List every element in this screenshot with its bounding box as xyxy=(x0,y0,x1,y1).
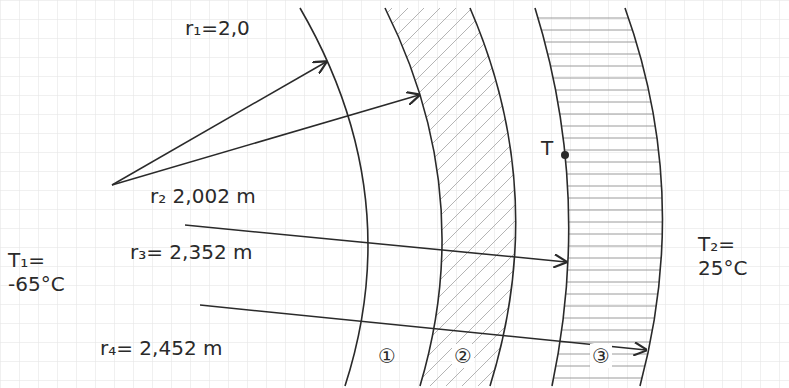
radius-label: r₂ 2,002 m xyxy=(150,184,256,208)
layer-hatch xyxy=(535,8,662,386)
radius-arrow xyxy=(200,305,646,350)
temperature-label: T₂= 25°C xyxy=(698,232,778,280)
point-label: T xyxy=(541,136,553,160)
radius-arrow xyxy=(112,95,419,185)
wall-arc xyxy=(300,8,368,386)
temperature-label: T₁= -65°C xyxy=(8,248,88,296)
radius-label: r₁=2,0 xyxy=(185,16,250,40)
wall-arc xyxy=(470,8,516,386)
wall-arc xyxy=(535,8,569,386)
callout-number: ① xyxy=(378,344,396,368)
radius-arrow xyxy=(112,62,326,185)
radius-label: r₃= 2,352 m xyxy=(130,240,252,264)
wall-arc xyxy=(625,8,662,386)
radius-label: r₄= 2,452 m xyxy=(100,336,222,360)
layer-hatch xyxy=(385,8,516,386)
callout-number: ③ xyxy=(590,344,612,368)
temperature-point xyxy=(561,151,569,159)
callout-number: ② xyxy=(452,344,474,368)
